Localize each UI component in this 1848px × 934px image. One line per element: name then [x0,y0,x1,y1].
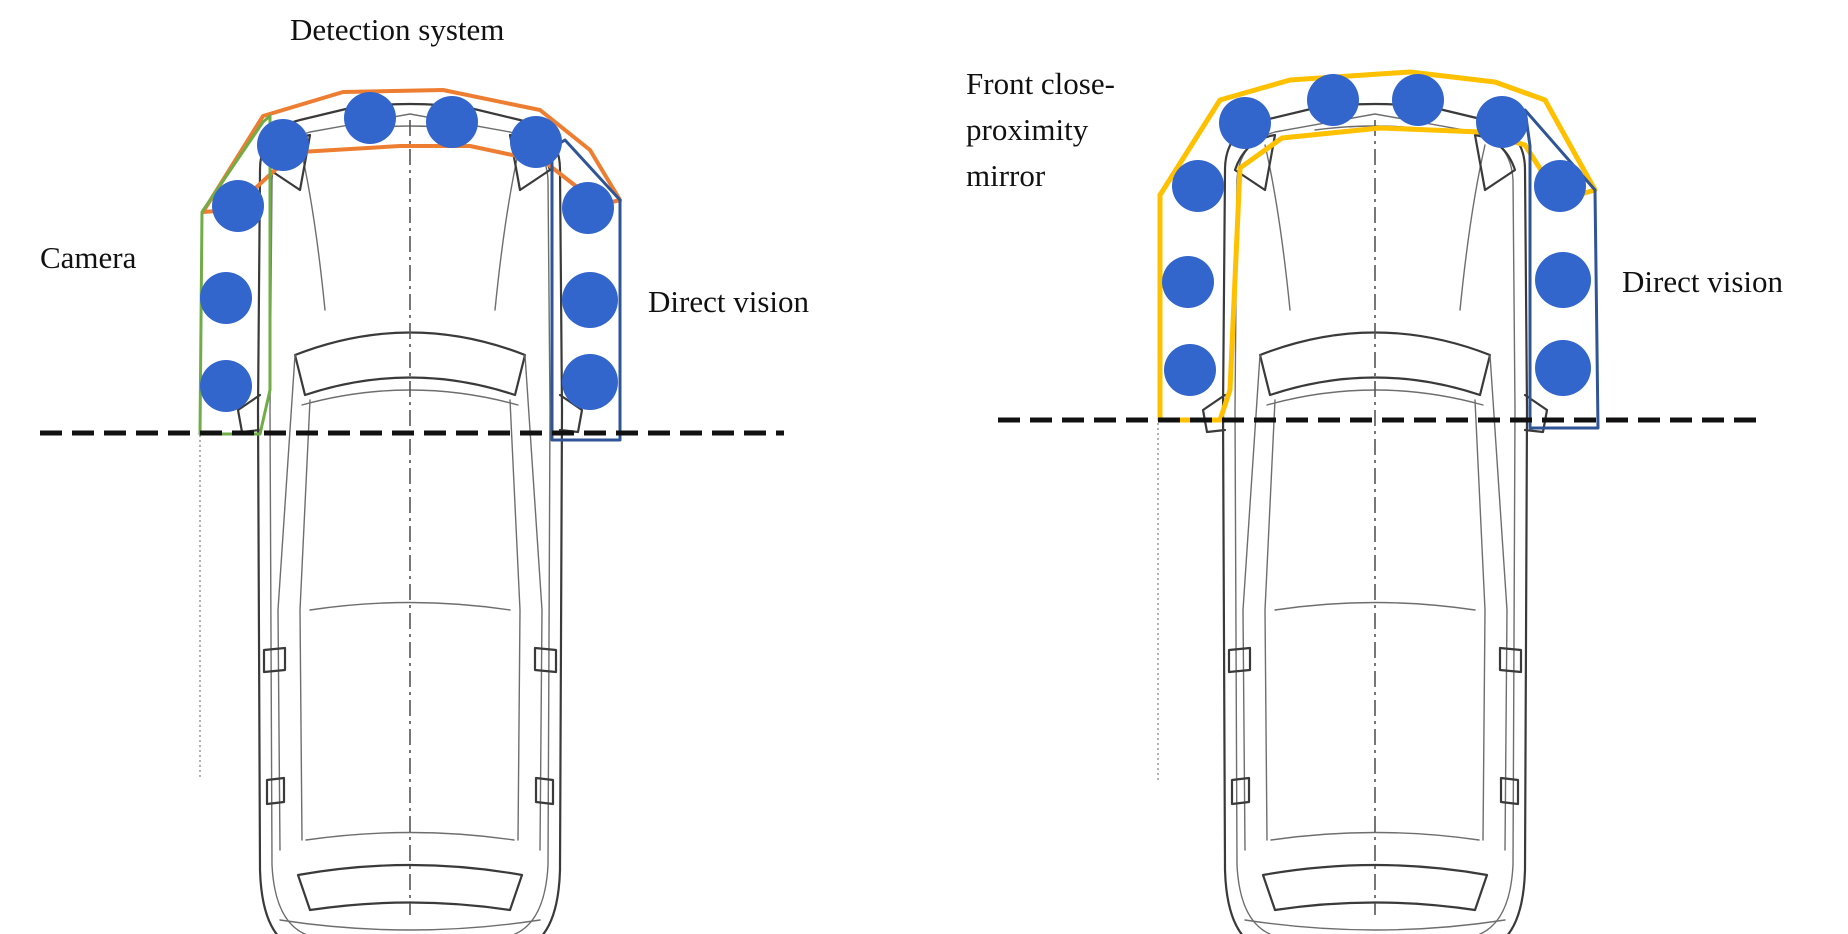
camera-label: Camera [40,240,137,275]
target-marker [212,180,264,232]
camera-zone [198,114,272,436]
target-marker [426,96,478,148]
target-marker [562,354,618,410]
direct-vision-label-left: Direct vision [648,284,809,319]
direct-vision-label-right: Direct vision [1622,264,1783,299]
target-marker [200,360,252,412]
front-mirror-label-line-1: Front close- [966,66,1115,101]
target-marker [510,116,562,168]
target-marker [1535,340,1591,396]
target-marker [1162,256,1214,308]
target-marker [1392,74,1444,126]
detection-system-label: Detection system [290,12,504,47]
left-panel: Detection system Camera Direct vision [40,12,809,934]
target-marker [1535,252,1591,308]
front-mirror-label-line-3: mirror [966,158,1046,193]
target-marker [1219,97,1271,149]
target-marker [1307,74,1359,126]
target-marker [1172,160,1224,212]
target-marker [562,272,618,328]
front-mirror-label: Front close- proximity mirror [966,66,1115,193]
front-mirror-label-line-2: proximity [966,112,1089,147]
target-marker [1164,344,1216,396]
left-target-markers [200,92,618,412]
target-marker [257,119,309,171]
right-target-markers [1162,74,1591,396]
target-marker [200,272,252,324]
right-panel: Front close- proximity mirror Direct vis… [966,66,1783,934]
target-marker [344,92,396,144]
target-marker [1534,160,1586,212]
target-marker [562,182,614,234]
target-marker [1476,96,1528,148]
